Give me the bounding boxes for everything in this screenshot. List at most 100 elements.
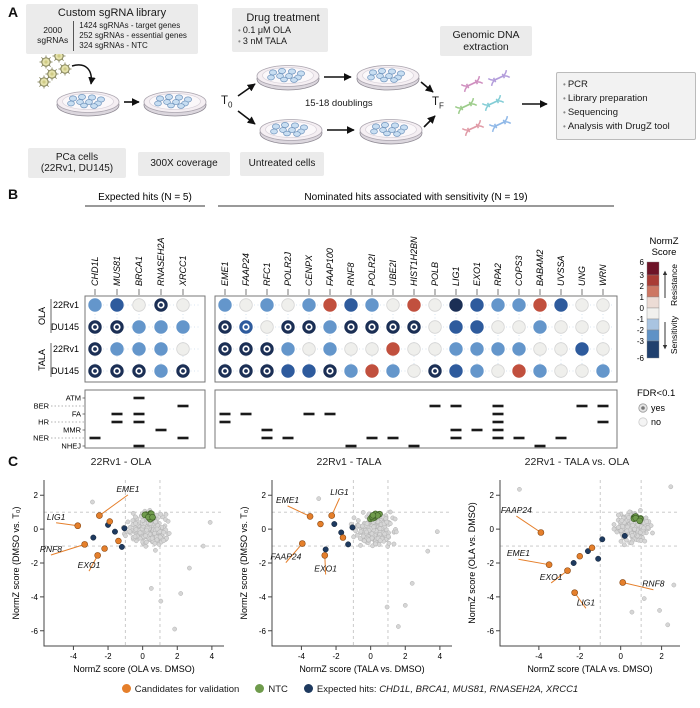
doublings-label: 15-18 doublings [305, 98, 373, 109]
gene-label: RFC1 [262, 262, 272, 286]
legend-ntc: NTC [255, 684, 288, 695]
matrix-dot [176, 320, 190, 334]
matrix-dot [470, 320, 484, 334]
matrix-dot [491, 364, 505, 378]
virus-to-dish-arrow [71, 64, 96, 85]
matrix-dot [365, 298, 379, 312]
cloud-point [144, 539, 149, 545]
pathway-dash [597, 420, 609, 424]
matrix-dot [596, 320, 610, 334]
pathway-block-border [214, 389, 618, 449]
normz-scale-label: 1 [640, 293, 645, 302]
y-tick-label: 2 [34, 491, 39, 500]
fdr-yes-icon-center [641, 406, 645, 410]
matrix-dot [176, 298, 190, 312]
cloud-point [130, 518, 136, 523]
y-tick-label: 2 [490, 491, 495, 500]
cloud-point [618, 528, 624, 534]
cloud-point [386, 540, 392, 546]
fdr-center [93, 369, 97, 373]
normz-scale-label: -6 [637, 354, 645, 363]
y-axis-label: NormZ score (OLA vs. DMSO) [467, 502, 477, 624]
gene-label: WRN [598, 264, 608, 286]
label-leader-line [50, 543, 85, 556]
candidate-point-labeled [619, 579, 627, 586]
cloud-point [353, 528, 358, 534]
matrix-dot [491, 320, 505, 334]
gene-point-label: EME1 [507, 548, 530, 558]
cloud-point [355, 518, 361, 523]
sensitivity-label: Sensitivity [669, 315, 679, 354]
pathway-dash [133, 412, 145, 416]
gene-label: POLB [430, 262, 440, 286]
cloud-point [642, 538, 648, 544]
gene-label: UBE2I [388, 259, 398, 286]
cell-line-label: 22Rv1 [53, 344, 79, 354]
normz-scale-label: 6 [640, 258, 645, 267]
y-tick-label: -4 [487, 593, 495, 602]
cloud-point [351, 515, 357, 521]
matrix-dot [386, 342, 400, 356]
y-tick-label: -4 [31, 593, 39, 602]
matrix-dot [323, 298, 337, 312]
pathway-dash [240, 412, 252, 416]
x-tick-label: 4 [438, 652, 443, 661]
fdr-center [115, 325, 119, 329]
outlier-point [158, 598, 164, 604]
outlier-point [657, 608, 662, 613]
outlier-point [90, 499, 95, 505]
ntc-dot-icon [255, 684, 265, 693]
gene-label: LIG1 [451, 266, 461, 286]
expected-hit-point [112, 528, 118, 535]
matrix-dot [533, 298, 547, 312]
gene-label: MUS81 [112, 256, 122, 286]
matrix-dot [512, 298, 526, 312]
gene-label: FAAP100 [325, 248, 335, 286]
expected-hit-point [621, 532, 628, 539]
gene-label: POLR2J [283, 251, 293, 286]
fdr-center [93, 347, 97, 351]
ntc-point [369, 512, 377, 519]
candidate-point-labeled [328, 512, 336, 519]
legend-candidates: Candidates for validation [121, 684, 239, 695]
gene-point-label: FAAP24 [501, 505, 532, 515]
cloud-point [130, 510, 136, 516]
axes-spines [499, 480, 680, 647]
normz-scale-label: -2 [637, 326, 645, 335]
pathway-dash [408, 444, 420, 448]
pathway-dash [429, 404, 441, 408]
candidate-point [115, 537, 122, 545]
expected-hit-point [322, 546, 329, 553]
matrix-dot [154, 342, 168, 356]
matrix-dot [132, 320, 146, 334]
x-tick-label: -2 [104, 652, 112, 661]
candidate-point [588, 544, 596, 551]
fdr-center [244, 325, 248, 329]
fdr-center [93, 325, 97, 329]
matrix-dot [491, 298, 505, 312]
dna-helix-icons [454, 69, 512, 137]
pathway-dash [303, 412, 315, 416]
cloud-point [620, 524, 625, 529]
cloud-point [621, 542, 627, 548]
cloud-point [648, 523, 654, 528]
matrix-dot [533, 342, 547, 356]
outlier-point [434, 529, 440, 535]
gene-label: BRCA1 [134, 256, 144, 286]
pathway-dash [89, 436, 101, 440]
candidate-point-labeled [81, 541, 88, 548]
matrix-dot [554, 342, 568, 356]
resistance-label: Resistance [669, 264, 679, 306]
gene-label: EME1 [220, 261, 230, 286]
matrix-dot [218, 298, 232, 312]
pathway-dash [513, 436, 525, 440]
y-tick-label: 0 [34, 525, 39, 534]
drug-label-tala: TALA [37, 349, 47, 371]
matrix-dot [407, 364, 421, 378]
cloud-point [384, 519, 390, 525]
pathway-dash [387, 436, 399, 440]
pathway-dash [492, 404, 504, 408]
cloud-point [392, 516, 398, 522]
